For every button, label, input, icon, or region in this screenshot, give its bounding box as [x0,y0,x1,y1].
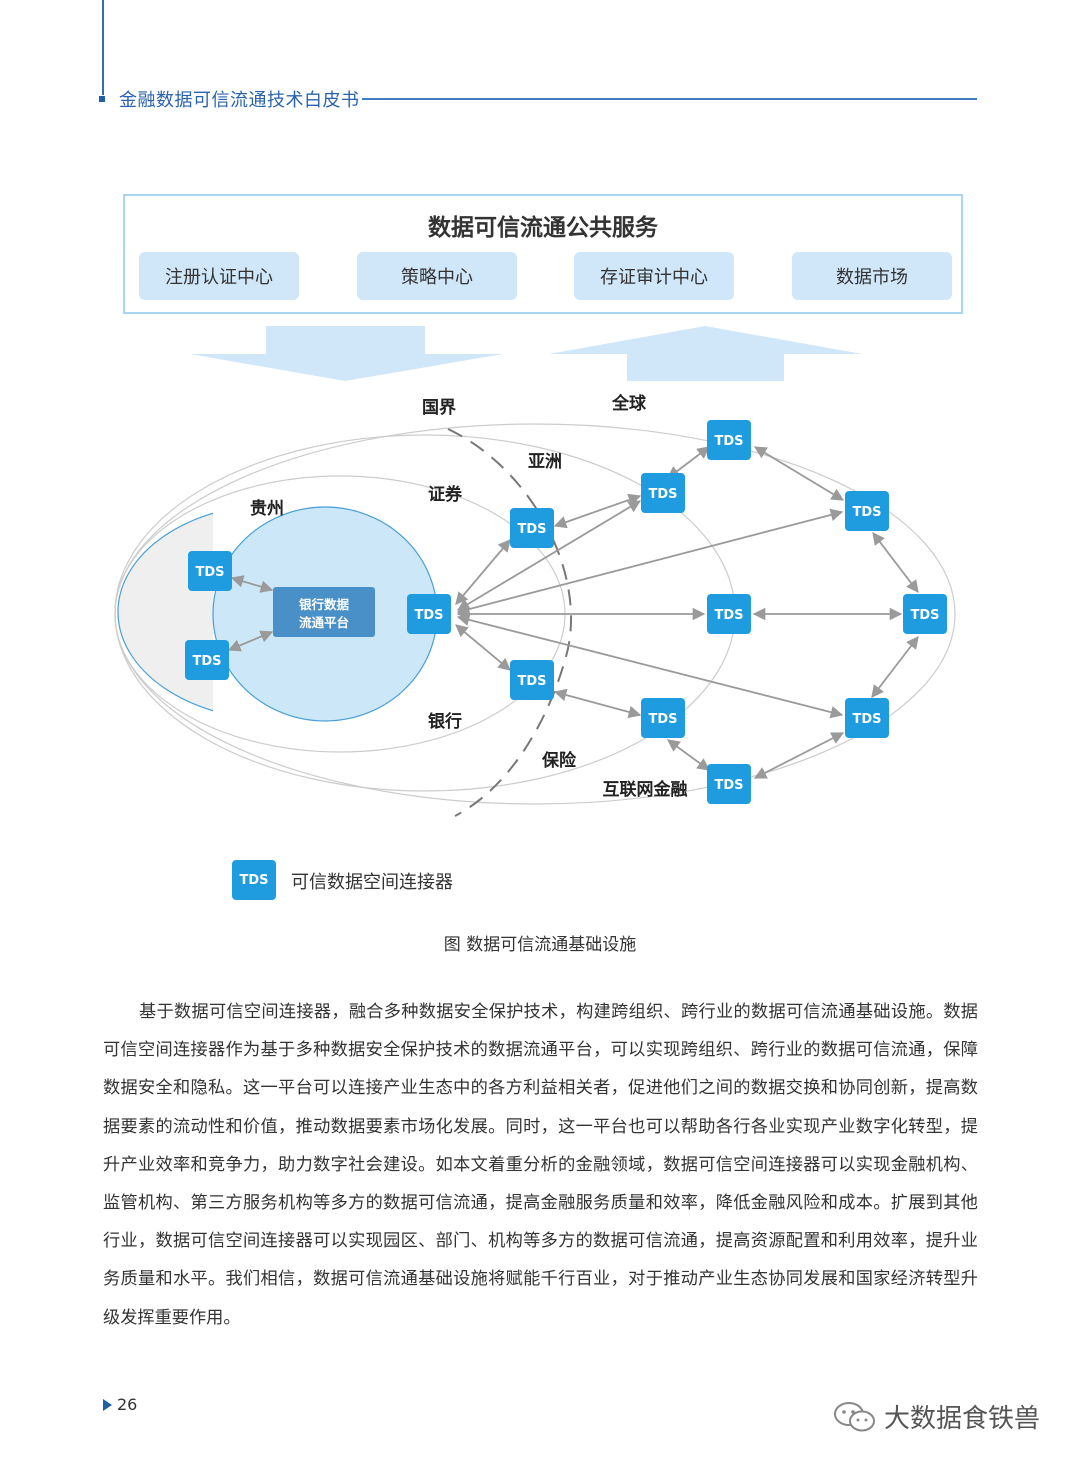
header-title: 金融数据可信流通技术白皮书 [119,90,360,111]
label-baoxian: 保险 [541,750,577,771]
svg-text:TDS: TDS [910,608,939,623]
edge [753,446,845,501]
edge [230,575,274,593]
figure-caption: 图 数据可信流通基础设施 [443,935,637,955]
label-quanqiu: 全球 [611,393,647,414]
wechat-icon [834,1402,875,1432]
edge [871,636,919,698]
header-bullet [99,96,105,102]
label-hulianwang: 互联网金融 [603,779,688,800]
label-yazhou: 亚洲 [528,452,562,472]
svg-text:TDS: TDS [192,654,221,669]
public-service-box: 数据可信流通公共服务 注册认证中心 策略中心 存证审计中心 数据市场 [123,194,963,314]
tds-node: TDS [188,551,232,591]
svg-text:TDS: TDS [648,487,677,502]
legend-tds-chip: TDS [232,860,276,900]
svg-text:TDS: TDS [852,712,881,727]
network-diagram: 银行数据 流通平台 TDS TDS TDS TDS TDS TDS TDS TD… [114,326,956,817]
tds-node: TDS [903,594,947,634]
page-number: 26 [117,1395,138,1414]
tds-node: TDS [641,473,685,513]
up-arrow [549,326,862,381]
page-number-arrow-icon [103,1399,112,1411]
svg-text:TDS: TDS [517,522,546,537]
edge [553,688,642,719]
svg-text:TDS: TDS [714,778,743,793]
edge [666,739,711,771]
watermark-text: 大数据食铁兽 [884,1404,1041,1434]
svg-text:TDS: TDS [195,565,224,580]
edge [872,531,919,594]
bank-data-platform [273,587,375,637]
label-yinhang: 银行 [428,711,462,732]
label-guizhou: 贵州 [250,498,284,519]
tds-node: TDS [510,508,554,548]
service-registration-center: 注册认证中心 [139,252,299,300]
label-zhengquan: 证券 [428,484,463,505]
public-service-title: 数据可信流通公共服务 [428,215,658,241]
service-audit-center: 存证审计中心 [574,252,734,300]
edge [553,493,642,529]
tds-node: TDS [707,764,751,804]
body-paragraph: 基于数据可信空间连接器，融合多种数据安全保护技术，构建跨组织、跨行业的数据可信流… [103,1002,978,1328]
tds-node: TDS [845,491,889,531]
edge [753,732,845,779]
down-arrow [190,326,503,381]
header-vertical-rule [102,0,104,95]
bank-data-platform-line1: 银行数据 [299,597,350,612]
edge [666,446,711,479]
legend-label: 可信数据空间连接器 [291,872,453,893]
tds-node: TDS [641,698,685,738]
service-data-market: 数据市场 [792,252,952,300]
bank-data-platform-line2: 流通平台 [299,615,349,630]
tds-node: TDS [707,420,751,460]
tds-node: TDS [185,640,229,680]
edge [456,613,844,719]
tds-node: TDS [707,594,751,634]
svg-text:TDS: TDS [414,608,443,623]
label-guojie: 国界 [422,398,456,418]
svg-text:TDS: TDS [648,712,677,727]
header-rule [362,98,977,100]
tds-node: TDS [845,698,889,738]
svg-text:TDS: TDS [714,434,743,449]
service-policy-center: 策略中心 [357,252,517,300]
svg-text:TDS: TDS [714,608,743,623]
edge [456,508,844,616]
tds-node: TDS [407,594,451,634]
svg-text:TDS: TDS [517,674,546,689]
edge [227,630,274,652]
edge [455,624,511,671]
tds-node: TDS [510,660,554,700]
svg-text:TDS: TDS [852,505,881,520]
